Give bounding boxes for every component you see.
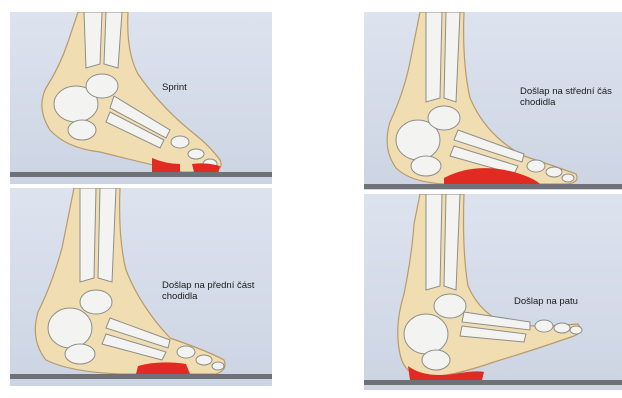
ground-line [10,374,272,379]
foot-illustration-heel [364,194,622,390]
panel-label: Došlap na patu [514,296,578,307]
foot-illustration-sprint [10,12,272,184]
ground-line [10,172,272,177]
panel-sprint: Sprint [10,12,272,184]
panel-label: Sprint [162,82,187,93]
ground-line [364,380,622,385]
panel-label: Došlap na střední čás chodidla [520,86,612,108]
panel-midfoot-strike: Došlap na střední čás chodidla [364,12,622,190]
panel-forefoot-strike: Došlap na přední část chodidla [10,188,272,386]
panel-label: Došlap na přední část chodidla [162,280,254,302]
ground-line [364,184,622,189]
panel-heel-strike: Došlap na patu [364,194,622,390]
